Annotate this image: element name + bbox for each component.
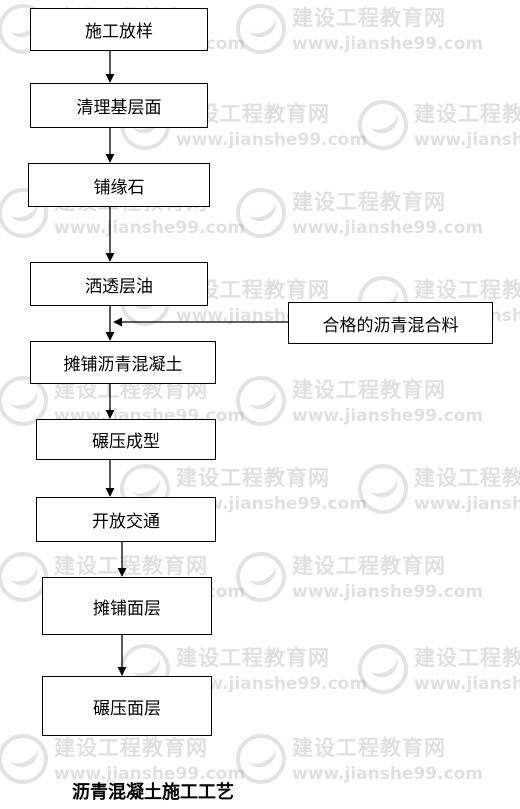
- step-pave-asphalt: 摊铺沥青混凝土: [30, 341, 216, 384]
- step-prime-coat: 洒透层油: [30, 262, 208, 306]
- step-stakeout: 施工放样: [30, 8, 208, 51]
- side-qualified-mix: 合格的沥青混合料: [288, 302, 493, 344]
- step-roll-forming: 碾压成型: [36, 419, 216, 460]
- step-pave-surface: 摊铺面层: [42, 577, 212, 635]
- step-clean-base: 清理基层面: [30, 83, 208, 128]
- step-roll-surface: 碾压面层: [42, 676, 212, 736]
- diagram-caption: 沥青混凝土施工工艺: [72, 782, 234, 803]
- step-curb-stone: 铺缘石: [28, 163, 210, 207]
- step-open-traffic: 开放交通: [36, 497, 216, 542]
